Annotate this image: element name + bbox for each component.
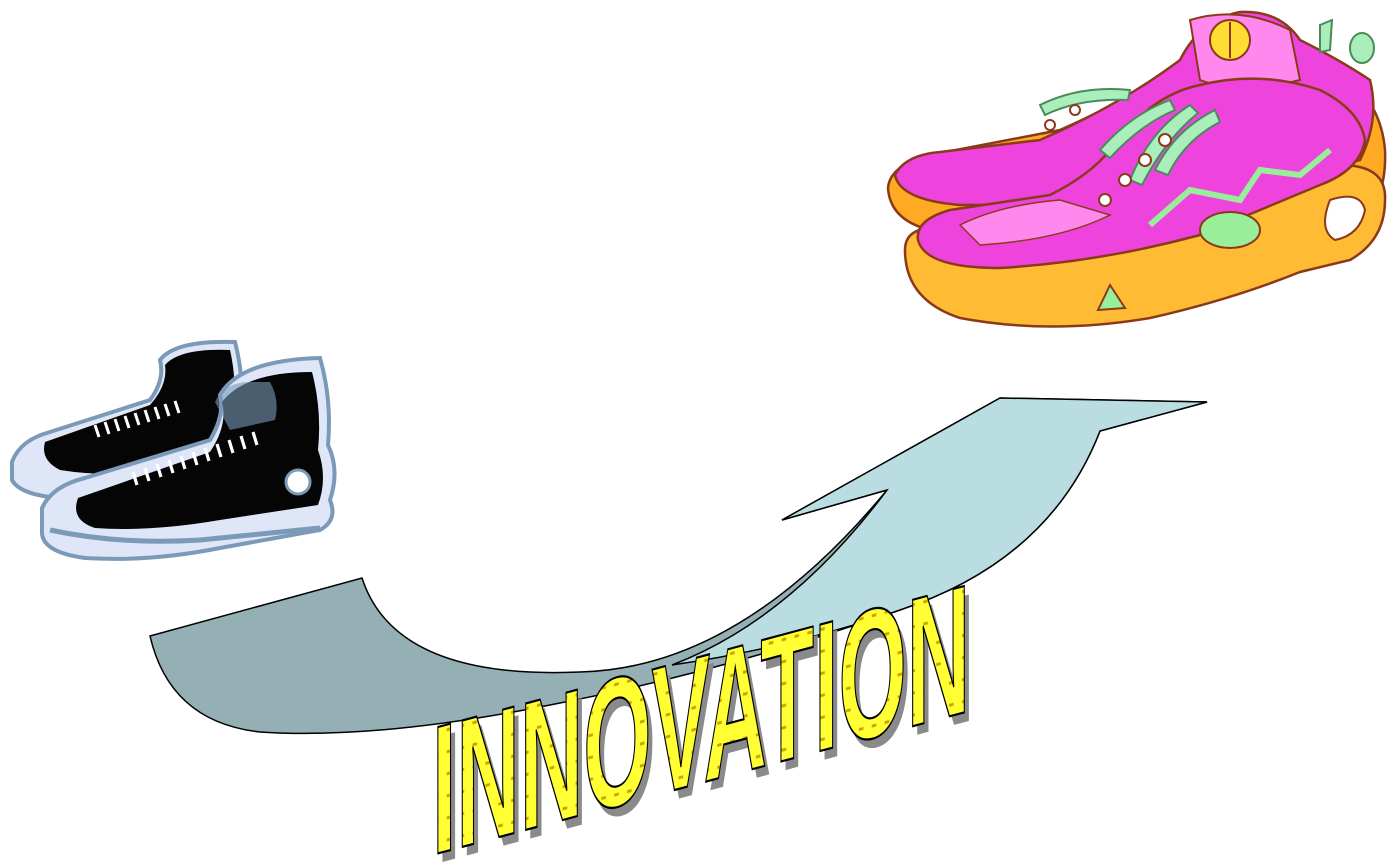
- innovation-wordart: INNOVATION INNOVATION: [432, 543, 975, 867]
- innovation-wordart-text: INNOVATION: [432, 545, 970, 867]
- black-high-top-sneakers-icon: [12, 342, 335, 559]
- pink-running-shoes-icon: [888, 12, 1385, 327]
